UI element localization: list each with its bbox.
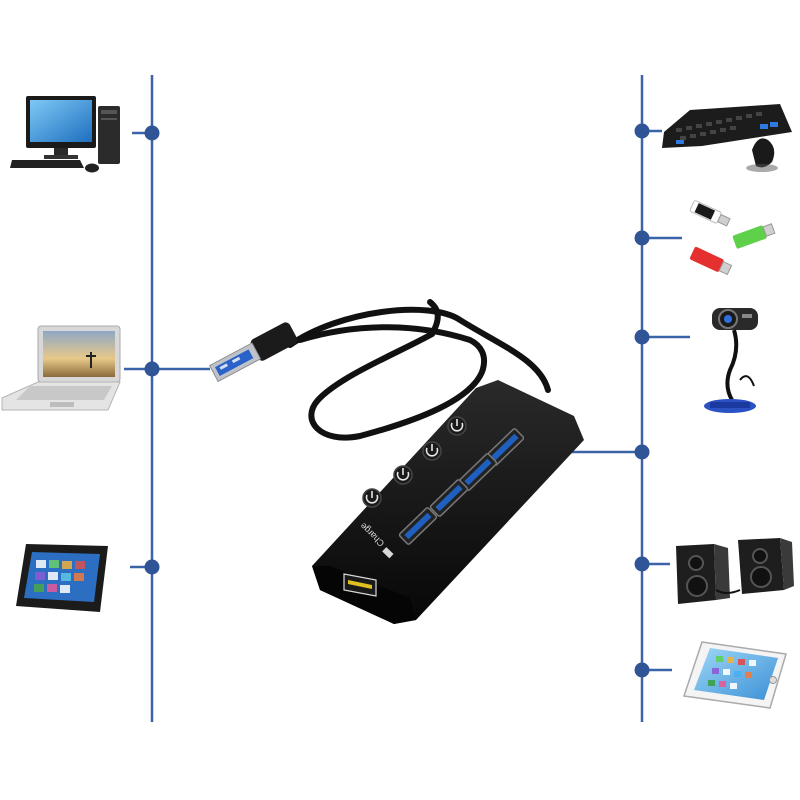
dot-laptop: [144, 361, 160, 377]
dot-hub: [634, 444, 650, 460]
speaker-icon: [676, 538, 794, 604]
power-button-group: [362, 416, 467, 508]
laptop-icon: [1, 325, 121, 411]
usb-port[interactable]: [485, 428, 525, 466]
usb-ports: [398, 428, 525, 545]
dot-tablet: [144, 559, 160, 575]
dot-desktop: [144, 125, 160, 141]
cable-loop: [287, 306, 551, 393]
power-icon[interactable]: [422, 441, 442, 461]
connection-lines: [124, 75, 690, 722]
charge-indicator: [382, 547, 394, 559]
power-icon[interactable]: [447, 416, 467, 436]
connection-dots: [144, 123, 650, 678]
front-usb-port[interactable]: [343, 573, 377, 597]
desktop-computer-icon: [10, 96, 120, 173]
dot-webcam: [634, 329, 650, 345]
usb-plug: [208, 322, 298, 383]
usb-3-cable: [208, 299, 551, 441]
flash-drive-icon: [689, 200, 776, 276]
usb-port[interactable]: [398, 507, 438, 545]
usb-hub: Charge: [208, 299, 584, 624]
dot-flash: [634, 230, 650, 246]
dot-keyboard: [634, 123, 650, 139]
dot-phone: [634, 662, 650, 678]
power-icon[interactable]: [362, 488, 382, 508]
webcam-icon: [704, 308, 758, 413]
usb-port[interactable]: [429, 479, 469, 517]
smartphone-icon: [683, 641, 787, 709]
power-icon[interactable]: [393, 465, 413, 485]
hub-front-face: [312, 566, 416, 624]
tablet-icon: [16, 544, 108, 612]
dot-speakers: [634, 556, 650, 572]
keyboard-icon: [662, 104, 792, 172]
